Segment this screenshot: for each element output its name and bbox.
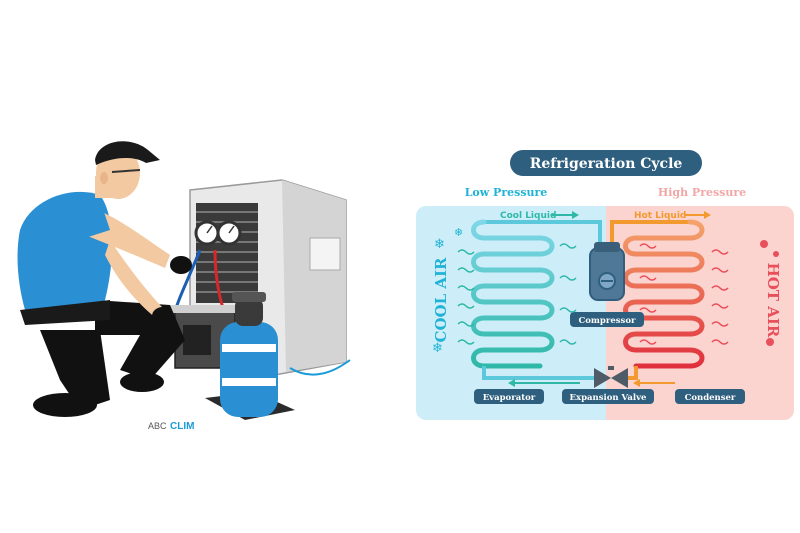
ac-grille xyxy=(196,203,258,303)
evaporator-coil xyxy=(471,219,555,369)
technician xyxy=(17,141,192,417)
return-cool-arrow-icon xyxy=(508,379,515,387)
expansion-valve-label: Expansion Valve xyxy=(570,393,647,403)
technician-illustration: ABC CLIM xyxy=(17,141,351,432)
cool-airflow-out-icon xyxy=(559,243,577,345)
hot-air-label: HOT AIR xyxy=(764,263,782,338)
snowflake-icon: ❄ xyxy=(434,237,445,252)
refrigeration-diagram: Refrigeration Cycle Low Pressure High Pr… xyxy=(416,150,794,420)
title-badge xyxy=(510,150,702,176)
expansion-valve-icon xyxy=(594,366,628,388)
cool-liquid-label: Cool Liquid xyxy=(500,211,556,221)
refrigerant-tank xyxy=(220,292,278,417)
pressure-gauge-icon xyxy=(194,220,242,246)
hot-liquid-label: Hot Liquid xyxy=(634,211,686,221)
evaporator-label: Evaporator xyxy=(483,393,536,403)
heat-dot-icon xyxy=(766,338,774,346)
evaporator-tag xyxy=(474,389,544,404)
cool-airflow-icon xyxy=(457,249,475,345)
condenser-coil xyxy=(623,219,705,369)
snowflake-icon: ❄ xyxy=(454,226,463,239)
brand-suffix: CLIM xyxy=(170,421,194,432)
low-pressure-label: Low Pressure xyxy=(465,186,548,199)
heat-dot-icon xyxy=(773,251,779,257)
return-hot-arrow-icon xyxy=(633,379,640,387)
compressor-label: Compressor xyxy=(579,316,636,326)
heat-dot-icon xyxy=(760,240,768,248)
hot-liquid-arrow-icon xyxy=(704,211,711,219)
cool-liquid-arrow-icon xyxy=(572,211,579,219)
condenser-label: Condenser xyxy=(685,393,736,403)
expansion-valve-tag xyxy=(562,389,654,404)
snowflake-icon: ❄ xyxy=(432,341,443,356)
brand-prefix: ABC xyxy=(148,421,167,431)
cool-air-label: COOL AIR xyxy=(432,257,450,342)
condenser-tag xyxy=(675,389,745,404)
low-pressure-panel xyxy=(416,206,616,420)
diagram-title: Refrigeration Cycle xyxy=(530,156,683,172)
hot-airflow-icon xyxy=(711,249,729,345)
compressor-icon xyxy=(589,242,625,301)
hot-airflow-in-icon xyxy=(639,243,657,345)
high-pressure-label: High Pressure xyxy=(658,186,746,199)
compressor-tag xyxy=(570,312,644,327)
